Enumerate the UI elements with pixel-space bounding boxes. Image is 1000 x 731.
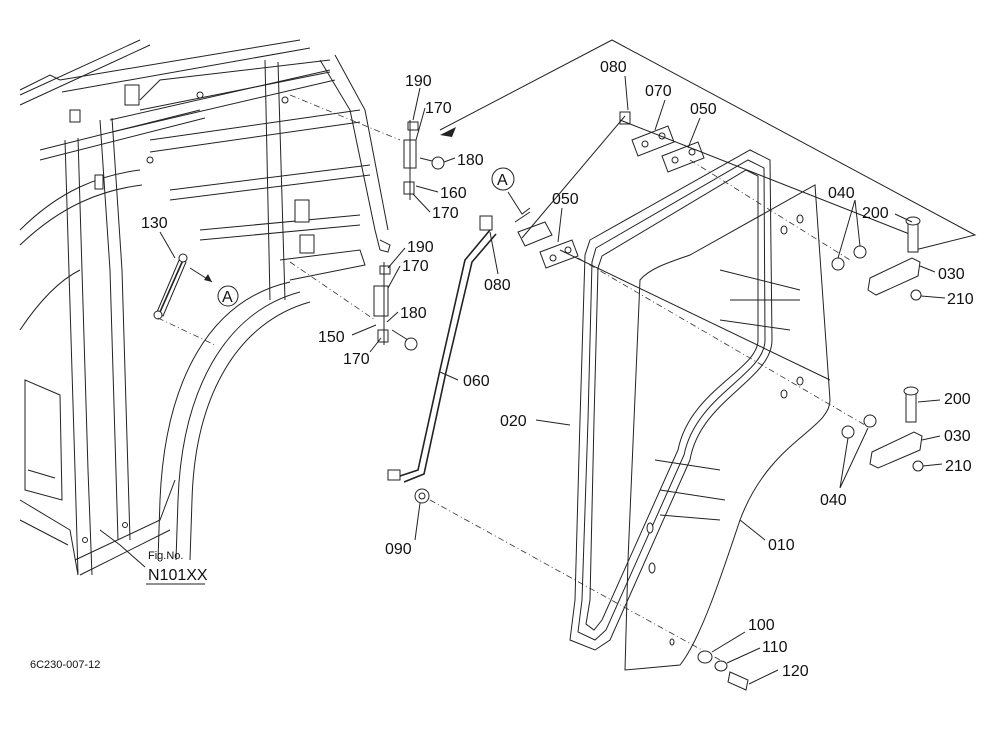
callout-170: 170 xyxy=(432,205,459,222)
callout-030: 030 xyxy=(938,266,965,283)
fig-label: Fig.No. xyxy=(148,550,183,562)
callout-labels: 190 170 180 160 170 190 170 180 150 170 … xyxy=(141,59,974,680)
fig-number: N101XX xyxy=(148,567,208,584)
leader-lines xyxy=(99,75,946,685)
latch-upper xyxy=(831,216,922,301)
door-seal-020 xyxy=(569,149,773,651)
callout-050: 050 xyxy=(690,101,717,118)
callout-160: 160 xyxy=(440,185,467,202)
gas-strut-130 xyxy=(153,253,216,346)
callout-100: 100 xyxy=(748,617,775,634)
bottom-hardware xyxy=(697,650,749,691)
callout-170: 170 xyxy=(425,100,452,117)
callout-170: 170 xyxy=(402,258,429,275)
callout-180: 180 xyxy=(457,152,484,169)
callout-090: 090 xyxy=(385,541,412,558)
callout-120: 120 xyxy=(782,663,809,680)
callout-010: 010 xyxy=(768,537,795,554)
reference-lines xyxy=(439,39,977,426)
callout-210: 210 xyxy=(945,458,972,475)
callout-040: 040 xyxy=(828,185,855,202)
drawing-code: 6C230-007-12 xyxy=(30,659,100,671)
latch-lower xyxy=(841,386,924,472)
callout-150: 150 xyxy=(318,329,345,346)
callout-170: 170 xyxy=(343,351,370,368)
plates xyxy=(517,111,705,269)
callout-080: 080 xyxy=(484,277,511,294)
callout-190: 190 xyxy=(407,239,434,256)
callout-070: 070 xyxy=(645,83,672,100)
callout-180: 180 xyxy=(400,305,427,322)
upper-hinge xyxy=(403,120,445,200)
stay-bar-060 xyxy=(387,215,721,661)
callout-040: 040 xyxy=(820,492,847,509)
callout-130: 130 xyxy=(141,215,168,232)
callout-200: 200 xyxy=(862,205,889,222)
figure-reference: Fig.No. N101XX xyxy=(146,550,208,585)
callout-080: 080 xyxy=(600,59,627,76)
glass-door-010 xyxy=(624,184,831,671)
callout-060: 060 xyxy=(463,373,490,390)
callout-190: 190 xyxy=(405,73,432,90)
view-marker-text: A xyxy=(222,289,233,306)
callout-020: 020 xyxy=(500,413,527,430)
callout-030: 030 xyxy=(944,428,971,445)
callout-110: 110 xyxy=(762,639,788,656)
callout-050: 050 xyxy=(552,191,579,208)
view-marker-a-right: A xyxy=(491,167,531,223)
lower-hinge xyxy=(373,262,418,351)
callout-210: 210 xyxy=(947,291,974,308)
callout-200: 200 xyxy=(944,391,971,408)
view-marker-a-left: A xyxy=(217,285,239,307)
cab-frame xyxy=(19,39,401,576)
view-marker-text: A xyxy=(497,172,508,189)
